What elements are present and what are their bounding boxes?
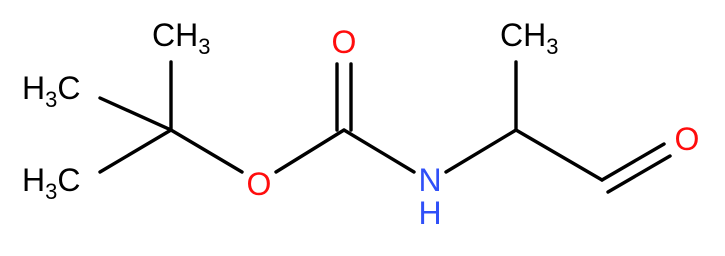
- carbonyl-oxygen-label: O: [332, 24, 357, 60]
- amide-nitrogen-label: N: [418, 162, 441, 198]
- bond-aldehyde-double-b: [606, 154, 672, 194]
- bond-skeleton: [98, 60, 672, 194]
- bond-carbonyl-nitrogen: [342, 128, 416, 174]
- aldehyde-oxygen-label: O: [675, 121, 700, 157]
- left-methyl-lower-label: H3C: [22, 162, 80, 204]
- bond-tbutyl-left-methyl-upper: [98, 96, 173, 132]
- bond-nitrogen-alpha-carbon: [444, 128, 518, 174]
- bond-aldehyde-double-a: [600, 142, 666, 182]
- left-methyl-upper-label: H3C: [22, 70, 80, 112]
- bond-alpha-aldehyde-carbon: [514, 128, 604, 182]
- side-methyl-label: CH3: [500, 17, 558, 59]
- top-methyl-label: CH3: [152, 17, 210, 59]
- bond-tbutyl-ester-oxygen: [169, 128, 244, 174]
- bond-tbutyl-left-methyl-lower: [98, 128, 173, 174]
- ester-oxygen-label: O: [247, 166, 272, 202]
- bond-ester-oxygen-carbonyl: [274, 128, 346, 174]
- amide-hydrogen-label: H: [418, 195, 441, 231]
